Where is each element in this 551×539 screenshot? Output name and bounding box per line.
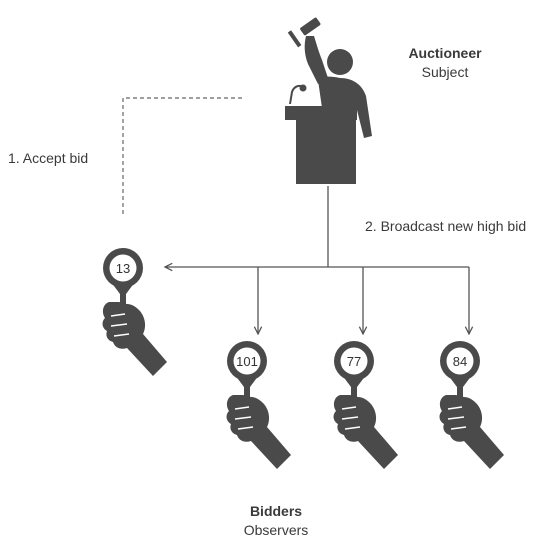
- paddle-number: 13: [116, 261, 130, 276]
- podium-icon: [285, 106, 357, 184]
- step-broadcast: 2. Broadcast new high bid: [365, 218, 526, 234]
- bidder-101: 101: [225, 340, 292, 470]
- paddle-number: 101: [236, 354, 258, 369]
- bidders-subtitle: Observers: [244, 522, 309, 538]
- accept-bid-connector: [122, 97, 244, 214]
- auctioneer-subtitle: Subject: [422, 64, 469, 80]
- paddle-number: 84: [453, 354, 467, 369]
- bidder-77: 77: [332, 340, 399, 470]
- broadcast-connectors: [165, 186, 469, 334]
- bidder-84: 84: [438, 340, 505, 470]
- bid-paddle-icon: [438, 340, 505, 470]
- step-accept-bid: 1. Accept bid: [8, 150, 88, 166]
- bidder-13: 13: [101, 247, 168, 377]
- bidders-title: Bidders: [250, 503, 302, 519]
- auctioneer-title: Auctioneer: [408, 45, 482, 61]
- bid-paddle-icon: [332, 340, 399, 470]
- bid-paddle-icon: [101, 247, 168, 377]
- gavel-icon: [287, 17, 321, 48]
- paddle-number: 77: [347, 354, 361, 369]
- auctioneer-icon: [285, 17, 372, 184]
- microphone-icon: [289, 84, 307, 105]
